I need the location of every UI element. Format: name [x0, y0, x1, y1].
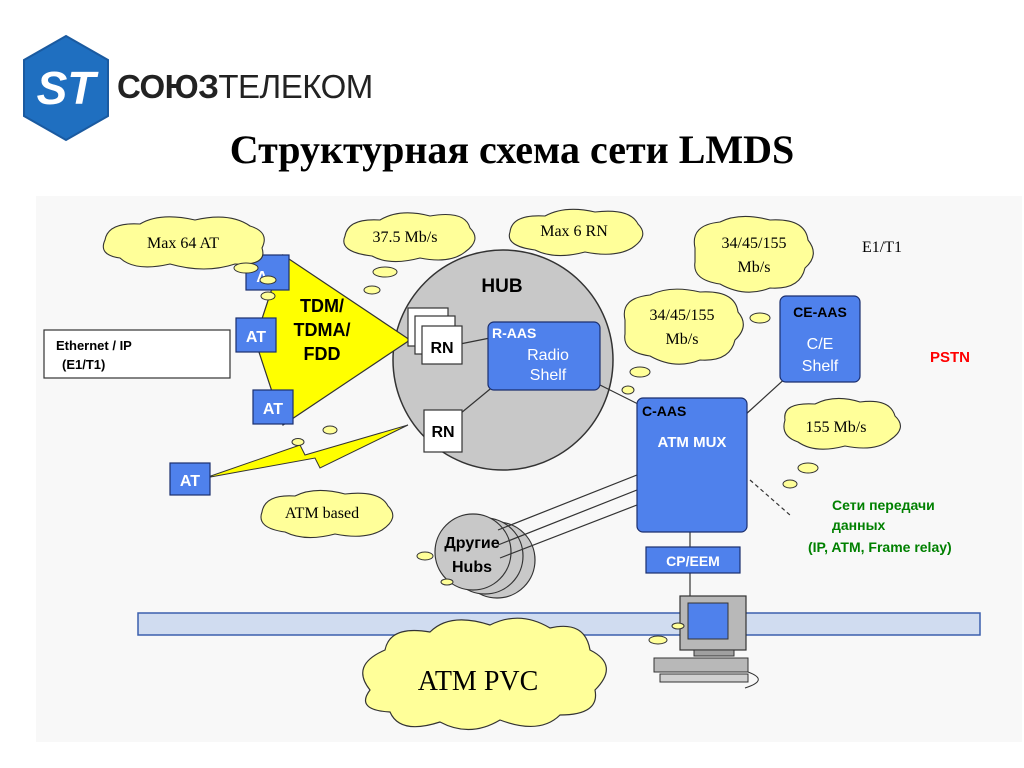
svg-text:AT: AT [180, 473, 200, 490]
rn-stack: RN [407, 307, 463, 365]
soyuztelecom-logo: ST [23, 34, 109, 142]
at-terminal: AT [169, 462, 211, 496]
svg-text:AT: AT [263, 401, 283, 418]
cloud-rate-top: 34/45/155 Mb/s [693, 215, 814, 324]
cloud-37-5: 37.5 Mb/s [343, 212, 476, 295]
svg-text:Mb/s: Mb/s [738, 259, 771, 276]
company-name: СОЮЗТЕЛЕКОМ [117, 68, 373, 106]
cloud-atm-based: ATM based [260, 489, 394, 539]
ethernet-line2: (E1/T1) [62, 357, 105, 372]
pstn-label: PSTN [930, 349, 970, 366]
rn-single: RN [423, 409, 463, 453]
logo-hexagon [23, 34, 109, 142]
rn-label: RN [431, 424, 454, 441]
c-aas-atm-mux: C-AAS ATM MUX [636, 397, 748, 533]
r-aas-radio-shelf: R-AAS Radio Shelf [487, 321, 601, 391]
svg-text:(IP, ATM, Frame relay): (IP, ATM, Frame relay) [808, 539, 952, 555]
wireless-link-bolt [204, 424, 409, 479]
c-aas-title: C-AAS [642, 403, 686, 419]
tdm-line2: TDMA/ [294, 320, 351, 340]
svg-text:Mb/s: Mb/s [666, 331, 699, 348]
svg-text:данных: данных [832, 517, 886, 533]
company-name-bold: СОЮЗ [117, 68, 219, 105]
page-title: Структурная схема сети LMDS [229, 127, 795, 172]
svg-text:Max 64 AT: Max 64 AT [147, 235, 219, 252]
other-hubs-line2: Hubs [452, 559, 492, 576]
svg-text:34/45/155: 34/45/155 [650, 307, 715, 324]
svg-text:Max 6 RN: Max 6 RN [540, 223, 608, 240]
ethernet-ip-box: Ethernet / IP (E1/T1) [43, 329, 231, 379]
cloud-max-rn: Max 6 RN [508, 208, 644, 257]
tdm-line1: TDM/ [300, 296, 344, 316]
at-terminal: AT [252, 389, 294, 425]
company-name-regular: ТЕЛЕКОМ [218, 68, 373, 105]
tdm-line3: FDD [304, 344, 341, 364]
other-hubs-line1: Другие [444, 535, 499, 552]
cloud-atm-pvc-text: ATM PVC [418, 666, 539, 697]
svg-text:Сети передачи: Сети передачи [832, 497, 935, 513]
cloud-rate-mid: 34/45/155 Mb/s [621, 288, 744, 395]
cp-eem-box: CP/EEM [645, 546, 741, 574]
svg-text:34/45/155: 34/45/155 [722, 235, 787, 252]
r-aas-title: R-AAS [492, 325, 536, 341]
tdm-sector [254, 254, 412, 426]
svg-text:ATM based: ATM based [285, 505, 359, 522]
ce-aas-line1: C/E [807, 336, 834, 353]
r-aas-line2: Shelf [530, 367, 567, 384]
svg-text:CP/EEM: CP/EEM [666, 553, 720, 569]
ce-aas-shelf: CE-AAS C/E Shelf [779, 295, 861, 383]
ce-aas-title: CE-AAS [793, 304, 847, 320]
cloud-atm-pvc: ATM PVC [362, 617, 607, 731]
data-networks-label: Сети передачи данных (IP, ATM, Frame rel… [808, 497, 952, 555]
svg-text:155 Mb/s: 155 Mb/s [806, 419, 867, 436]
cloud-155: 155 Mb/s [782, 397, 901, 489]
svg-text:AT: AT [246, 329, 266, 346]
logo-mark-text: ST [37, 62, 100, 114]
cloud-max-at: Max 64 AT [102, 216, 277, 285]
connector-bubbles [260, 291, 685, 645]
at-terminal: AT [235, 317, 277, 353]
c-aas-sub: ATM MUX [658, 434, 727, 451]
r-aas-line1: Radio [527, 347, 569, 364]
e1t1-label: E1/T1 [862, 239, 902, 256]
computer-icon [653, 595, 759, 689]
svg-text:37.5 Mb/s: 37.5 Mb/s [373, 229, 438, 246]
ethernet-line1: Ethernet / IP [56, 338, 132, 353]
ce-aas-line2: Shelf [802, 358, 839, 375]
other-hubs: Другие Hubs [434, 513, 536, 599]
hub-label: HUB [481, 276, 522, 297]
rn-label: RN [430, 340, 453, 357]
